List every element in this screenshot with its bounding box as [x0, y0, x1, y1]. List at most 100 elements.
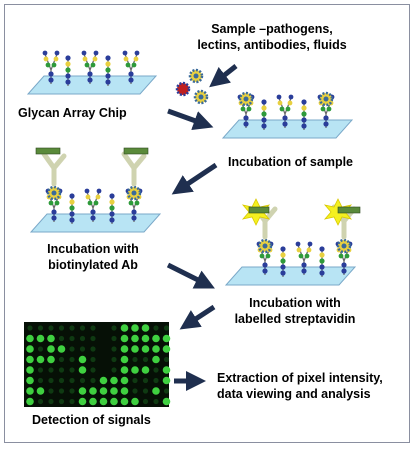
array-spot [141, 345, 150, 353]
arrow-streptavidin-to-detection [179, 304, 216, 330]
array-spot [47, 334, 55, 343]
array-spot [111, 346, 117, 352]
array-spot [79, 346, 86, 352]
array-spot [37, 377, 44, 384]
detection-label: Detection of signals [32, 413, 151, 427]
array-spot [110, 376, 118, 385]
array-spot [69, 335, 75, 342]
array-spot [153, 367, 159, 373]
array-spot [99, 397, 108, 406]
array-spot [26, 387, 34, 395]
arrow-antibody-to-streptavidin [166, 262, 215, 289]
array-spot [142, 398, 149, 405]
array-spot [120, 324, 129, 332]
array-spot [90, 356, 96, 363]
array-spot [36, 387, 45, 395]
array-spot [58, 356, 65, 363]
incubation-strep-label-line1: Incubation with [249, 296, 341, 310]
array-spot [163, 325, 170, 331]
array-spot [120, 345, 129, 353]
array-spot [141, 324, 150, 332]
array-spot [132, 377, 138, 384]
array-spot [69, 367, 75, 373]
array-spot [47, 355, 55, 364]
array-spot [153, 325, 159, 331]
array-spot [132, 356, 138, 363]
array-spot [79, 335, 86, 342]
array-spot [152, 387, 160, 395]
array-spot [99, 387, 108, 395]
array-spot [90, 335, 96, 342]
array-spot [48, 377, 54, 384]
array-spot [162, 376, 171, 385]
array-spot [120, 334, 129, 343]
array-spot [162, 334, 171, 343]
array-spot [36, 355, 45, 364]
array-spot [152, 345, 160, 353]
array-spot [26, 397, 34, 406]
array-spot [36, 334, 45, 343]
array-spot [58, 398, 65, 405]
array-spot [110, 387, 118, 395]
array-spot [26, 334, 34, 343]
array-spot [27, 325, 33, 331]
array-spot [111, 325, 117, 331]
array-spot [26, 355, 34, 364]
array-spot [58, 367, 65, 373]
array-spot [48, 388, 54, 394]
array-spot [90, 325, 96, 331]
array-spot [142, 388, 149, 394]
array-spot [69, 325, 75, 331]
extraction-label-line2: data viewing and analysis [217, 387, 371, 401]
array-spot [90, 377, 96, 384]
array-spot [89, 387, 97, 395]
sample-label-line1: Sample –pathogens, [211, 22, 333, 36]
array-spot [37, 367, 44, 373]
array-spot [111, 367, 117, 373]
sample-label-line2: lectins, antibodies, fluids [197, 38, 347, 52]
array-spot [142, 377, 149, 384]
incubation-ab-label-line1: Incubation with [47, 242, 139, 256]
array-spot [48, 398, 54, 405]
array-spot [58, 388, 65, 394]
array-spot [141, 334, 150, 343]
array-spot [26, 345, 34, 353]
sample-particles [175, 68, 209, 105]
array-spot [152, 355, 160, 364]
array-spot [58, 377, 65, 384]
array-spot [141, 366, 150, 374]
microarray-image [24, 322, 171, 407]
array-spot [162, 345, 171, 353]
array-spot [132, 388, 138, 394]
incubation-strep-label-line2: labelled streptavidin [234, 312, 356, 326]
array-spot [153, 398, 159, 405]
array-spot [153, 377, 159, 384]
array-spot [79, 325, 86, 331]
array-spot [37, 346, 44, 352]
array-spot [47, 345, 55, 353]
array-spot [90, 346, 96, 352]
array-spot [99, 376, 108, 385]
array-spot [90, 367, 96, 373]
array-spot [26, 376, 34, 385]
array-spot [37, 398, 44, 405]
array-spot [163, 356, 170, 363]
array-spot [152, 334, 160, 343]
chip-label: Glycan Array Chip [18, 106, 127, 120]
array-spot [162, 397, 171, 406]
array-spot [111, 356, 117, 363]
array-spot [111, 335, 117, 342]
figure-frame [4, 4, 410, 443]
array-spot [78, 387, 87, 395]
array-spot [37, 325, 44, 331]
array-spot [131, 334, 139, 343]
array-spot [131, 324, 139, 332]
antibody-chip [29, 147, 162, 233]
array-spot [57, 345, 66, 353]
array-spot [78, 397, 87, 406]
incubation-sample-label: Incubation of sample [228, 155, 354, 169]
incubation-sample-chip [221, 91, 354, 139]
array-spot [163, 388, 170, 394]
array-spot [69, 356, 75, 363]
